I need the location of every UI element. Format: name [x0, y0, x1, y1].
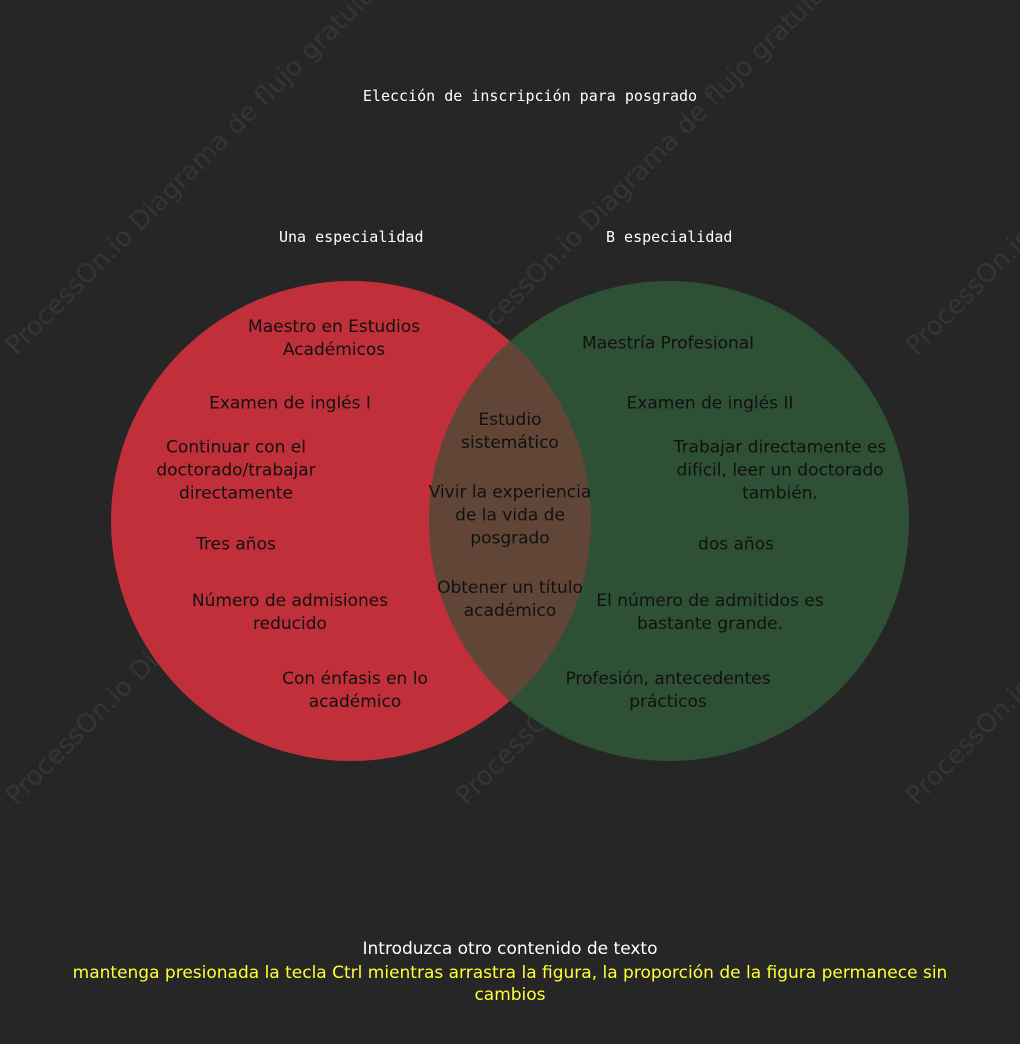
diagram-title: Elección de inscripción para posgrado — [362, 87, 698, 105]
footer-text[interactable]: Introduzca otro contenido de texto — [362, 939, 658, 959]
set-b-item: Profesión, antecedentes prácticos — [565, 669, 771, 712]
set-a-item: Continuar con el doctorado/trabajar dire… — [156, 437, 316, 504]
set-a-item: Examen de inglés I — [209, 393, 371, 414]
set-b-label: B especialidad — [606, 228, 733, 246]
footer-hint: mantenga presionada la tecla Ctrl mientr… — [72, 963, 948, 1005]
set-a-item: Número de admisiones reducido — [191, 591, 389, 634]
set-a-item: Maestro en Estudios Académicos — [248, 317, 420, 360]
set-b-item: Examen de inglés II — [626, 393, 794, 414]
set-b-item: El número de admitidos es bastante grand… — [596, 591, 824, 634]
set-a-item: Con énfasis en lo académico — [282, 669, 428, 712]
set-b-item: dos años — [698, 534, 774, 555]
intersection-item: Obtener un título académico — [437, 578, 583, 621]
set-a-item: Tres años — [196, 534, 276, 555]
intersection-region[interactable] — [429, 281, 909, 761]
intersection-item: Vivir la experiencia de la vida de posgr… — [428, 482, 592, 549]
set-b-item: Maestría Profesional — [582, 333, 754, 354]
set-a-label: Una especialidad — [279, 228, 424, 246]
intersection-item: Estudio sistemático — [461, 410, 559, 453]
set-b-item: Trabajar directamente es difícil, leer u… — [673, 437, 887, 504]
